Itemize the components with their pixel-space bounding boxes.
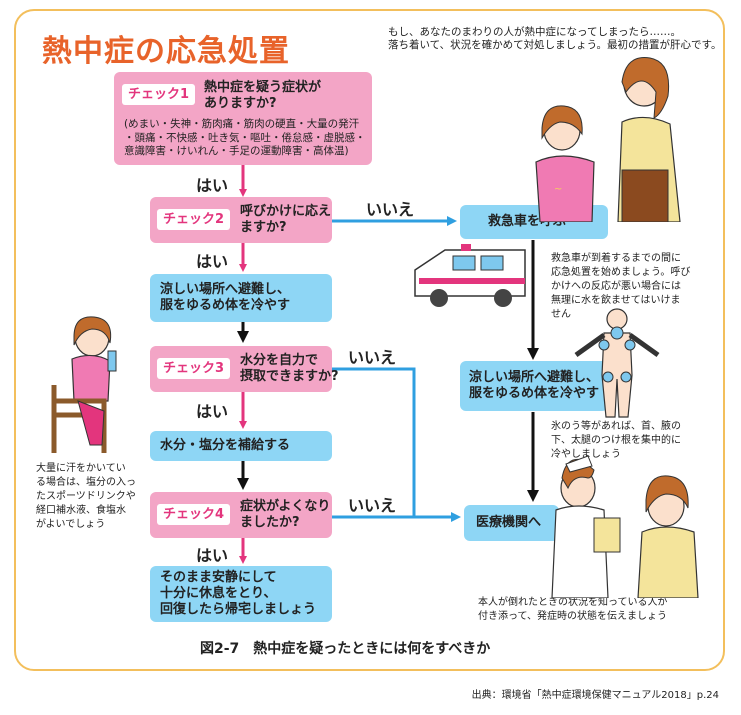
check2-box: チェック2 呼びかけに応え ますか? [150,197,332,243]
check2-tag: チェック2 [157,209,231,230]
figure-caption: 図2-7 熱中症を疑ったときには何をすべきか [200,641,491,657]
page-title: 熱中症の応急処置 [42,34,290,69]
check4-question-line: 症状がよくなり [240,499,331,514]
cool-note: 氷のう等があれば、首、腋の 下、太腿のつけ根を集中的に 冷やしましょう [551,420,681,462]
yes-label-4: はい [196,546,229,565]
water-action-text: 水分・塩分を補給する [160,438,291,453]
cool-action-box-right: 涼しい場所へ避難し、 服をゆるめ体を冷やす [460,361,608,411]
rest-action-text: そのまま安静にして 十分に休息をとり、 回復したら帰宅しましょう [160,570,316,618]
ambulance-note-line: せん [551,309,571,320]
rest-action-line: そのまま安静にして [160,570,277,585]
check1-question: 熱中症を疑う症状が ありますか? [204,80,321,112]
cool-action-line: 涼しい場所へ避難し、 [160,282,291,297]
check3-question-line: 水分を自力で [240,353,319,368]
drink-note-line: がよいでしょう [36,519,106,530]
drink-note: 大量に汗をかいてい る場合は、塩分の入っ たスポーツドリンクや 経口補水液、食塩… [36,462,136,532]
drink-note-line: たスポーツドリンクや [36,491,136,502]
no-label-4: いいえ [348,496,397,515]
cool-action-line: 服をゆるめ体を冷やす [160,298,291,313]
rest-action-line: 回復したら帰宅しましょう [160,602,317,617]
check3-question-line: 摂取できますか? [240,369,339,384]
hospital-note-line: 本人が倒れたときの状況を知っている人が [478,597,668,608]
frame-border [14,9,725,671]
ambulance-note-line: 無理に水を飲ませてはいけま [551,295,681,306]
cool-note-line: 冷やしましょう [551,449,621,460]
no-arrow-3 [332,367,416,517]
cool-action-right-text: 涼しい場所へ避難し、 服をゆるめ体を冷やす [469,370,599,402]
water-action-box: 水分・塩分を補給する [150,431,332,461]
check1-question-line: ありますか? [204,96,277,111]
nurse-and-patient-illustration [551,455,699,598]
check3-box: チェック3 水分を自力で 摂取できますか? [150,346,339,392]
ambulance-note: 救急車が到着するまでの間に 応急処置を始めましょう。呼び かけへの反応が悪い場合… [551,252,690,322]
cool-action-right-line: 涼しい場所へ避難し、 [469,370,600,385]
check1-question-line: 熱中症を疑う症状が [204,80,322,95]
cool-action-right-line: 服をゆるめ体を冷やす [469,386,600,401]
yes-label-2: はい [196,252,229,271]
intro-line: 落ち着いて、状況を確かめて対処しましょう。最初の措置が肝心です。 [388,39,722,51]
yes-label-1: はい [196,176,229,195]
intro-text: もし、あなたのまわりの人が熱中症になってしまったら……。 落ち着いて、状況を確か… [388,26,721,52]
source-citation: 出典：環境省「熱中症環境保健マニュアル2018」p.24 [471,690,719,701]
hospital-note: 本人が倒れたときの状況を知っている人が 付き添って、発症時の状態を伝えましょう [478,596,668,624]
drink-note-line: 経口補水液、食塩水 [36,505,126,516]
rest-action-line: 十分に休息をとり、 [160,586,277,601]
drink-note-line: る場合は、塩分の入っ [36,477,136,488]
symptom-line: 意識障害・けいれん・手足の運動障害・高体温) [124,145,349,157]
helper-and-sick-girl-illustration: ~ [535,57,681,222]
hospital-box: 医療機関へ [464,505,559,541]
hospital-text: 医療機関へ [476,515,542,530]
ambulance-note-line: かけへの反応が悪い場合には [551,281,681,292]
no-label-2: いいえ [366,200,415,219]
check4-question: 症状がよくなり ましたか? [240,499,330,531]
ambulance-illustration [414,244,526,307]
cool-note-line: 下、太腿のつけ根を集中的に [551,435,681,446]
body-cooling-points-illustration [574,308,660,418]
check4-question-line: ましたか? [240,515,300,530]
girl-drinking-illustration [51,316,117,453]
check2-question-line: 呼びかけに応え [240,204,332,219]
check4-tag: チェック4 [157,504,231,525]
symptom-line: ・頭痛・不快感・吐き気・嘔吐・倦怠感・虚脱感・ [124,131,366,144]
cool-action-box-left: 涼しい場所へ避難し、 服をゆるめ体を冷やす [150,274,332,322]
yes-label-3: はい [196,402,229,421]
cool-action-text: 涼しい場所へ避難し、 服をゆるめ体を冷やす [160,282,290,314]
intro-line: もし、あなたのまわりの人が熱中症になってしまったら……。 [388,26,682,38]
check2-question-line: ますか? [240,220,287,235]
cool-note-line: 氷のう等があれば、首、腋の [551,421,681,432]
no-label-3: いいえ [348,348,397,367]
check1-tag: チェック1 [122,84,196,105]
svg-text:~: ~ [554,184,562,195]
hospital-note-line: 付き添って、発症時の状態を伝えましょう [478,611,667,622]
check3-tag: チェック3 [157,358,231,379]
check1-symptoms: (めまい・失神・筋肉痛・筋肉の硬直・大量の発汗 ・頭痛・不快感・吐き気・嘔吐・倦… [124,118,366,159]
rest-action-box: そのまま安静にして 十分に休息をとり、 回復したら帰宅しましょう [150,566,332,622]
ambulance-box: 救急車を呼ぶ [460,205,608,239]
drink-note-line: 大量に汗をかいてい [36,463,126,474]
check4-box: チェック4 症状がよくなり ましたか? [150,492,332,538]
ambulance-note-line: 応急処置を始めましょう。呼び [551,267,691,278]
ambulance-note-line: 救急車が到着するまでの間に [551,253,681,264]
check2-question: 呼びかけに応え ますか? [240,204,331,236]
symptom-line: (めまい・失神・筋肉痛・筋肉の硬直・大量の発汗 [124,118,360,130]
check1-box: チェック1 熱中症を疑う症状が ありますか? (めまい・失神・筋肉痛・筋肉の硬直… [114,72,372,165]
check3-question: 水分を自力で 摂取できますか? [240,353,339,385]
